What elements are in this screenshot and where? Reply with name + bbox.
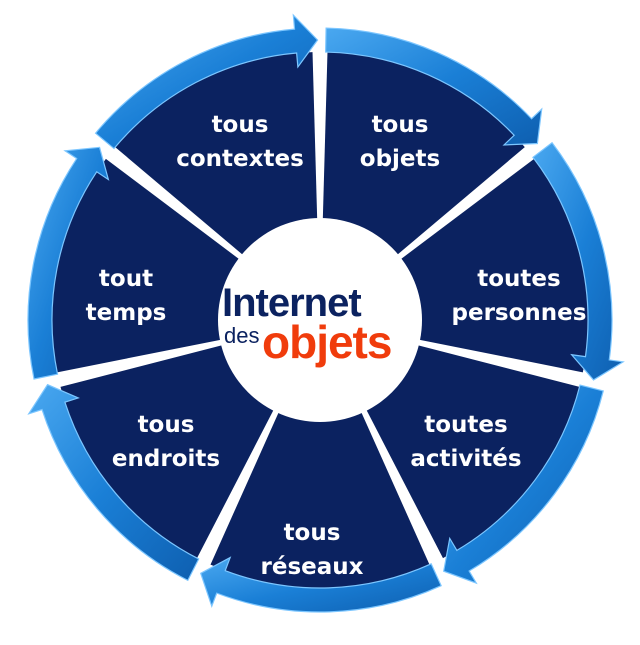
segment-label-tous-objets: tous objets [310,108,490,176]
segment-label-line2: objets [359,146,441,172]
segment-label-line1: tous [137,412,195,438]
segment-label-line2: réseaux [260,554,364,580]
center-circle [218,218,422,422]
segment-label-tous-reseaux: tous réseaux [222,516,402,584]
segment-label-line2: endroits [111,446,221,472]
segment-label-line1: tous [371,112,429,138]
segment-label-toutes-activites: toutes activités [376,408,556,476]
segment-label-line2: temps [85,300,167,326]
segment-label-line1: toutes [424,412,508,438]
clockwise-arrow-icon [532,141,625,381]
segment-label-line1: tous [211,112,269,138]
segment-label-line1: tout [98,266,154,292]
center-title-objets: objets [262,316,392,368]
segment-label-tout-temps: tout temps [36,262,216,330]
clockwise-arrow-icon [27,146,110,380]
segment-label-line1: toutes [477,266,561,292]
segment-label-line2: personnes [451,300,587,326]
segment-label-line1: tous [283,520,341,546]
segment-label-tous-endroits: tous endroits [76,408,256,476]
segment-label-line2: activités [410,446,522,472]
segment-label-toutes-personnes: toutes personnes [429,262,609,330]
center-title-des: des [224,323,260,348]
segment-label-line2: contextes [176,146,304,172]
clockwise-arrow-icon [325,27,543,146]
center-title-internet: Internet [222,281,362,325]
segment-label-tous-contextes: tous contextes [150,108,330,176]
clockwise-arrow-icon [443,384,604,585]
clockwise-arrow-icon [94,13,319,150]
clockwise-arrow-icon [27,383,200,582]
clockwise-arrow-icon [199,556,442,613]
wheel-segment [210,320,430,588]
